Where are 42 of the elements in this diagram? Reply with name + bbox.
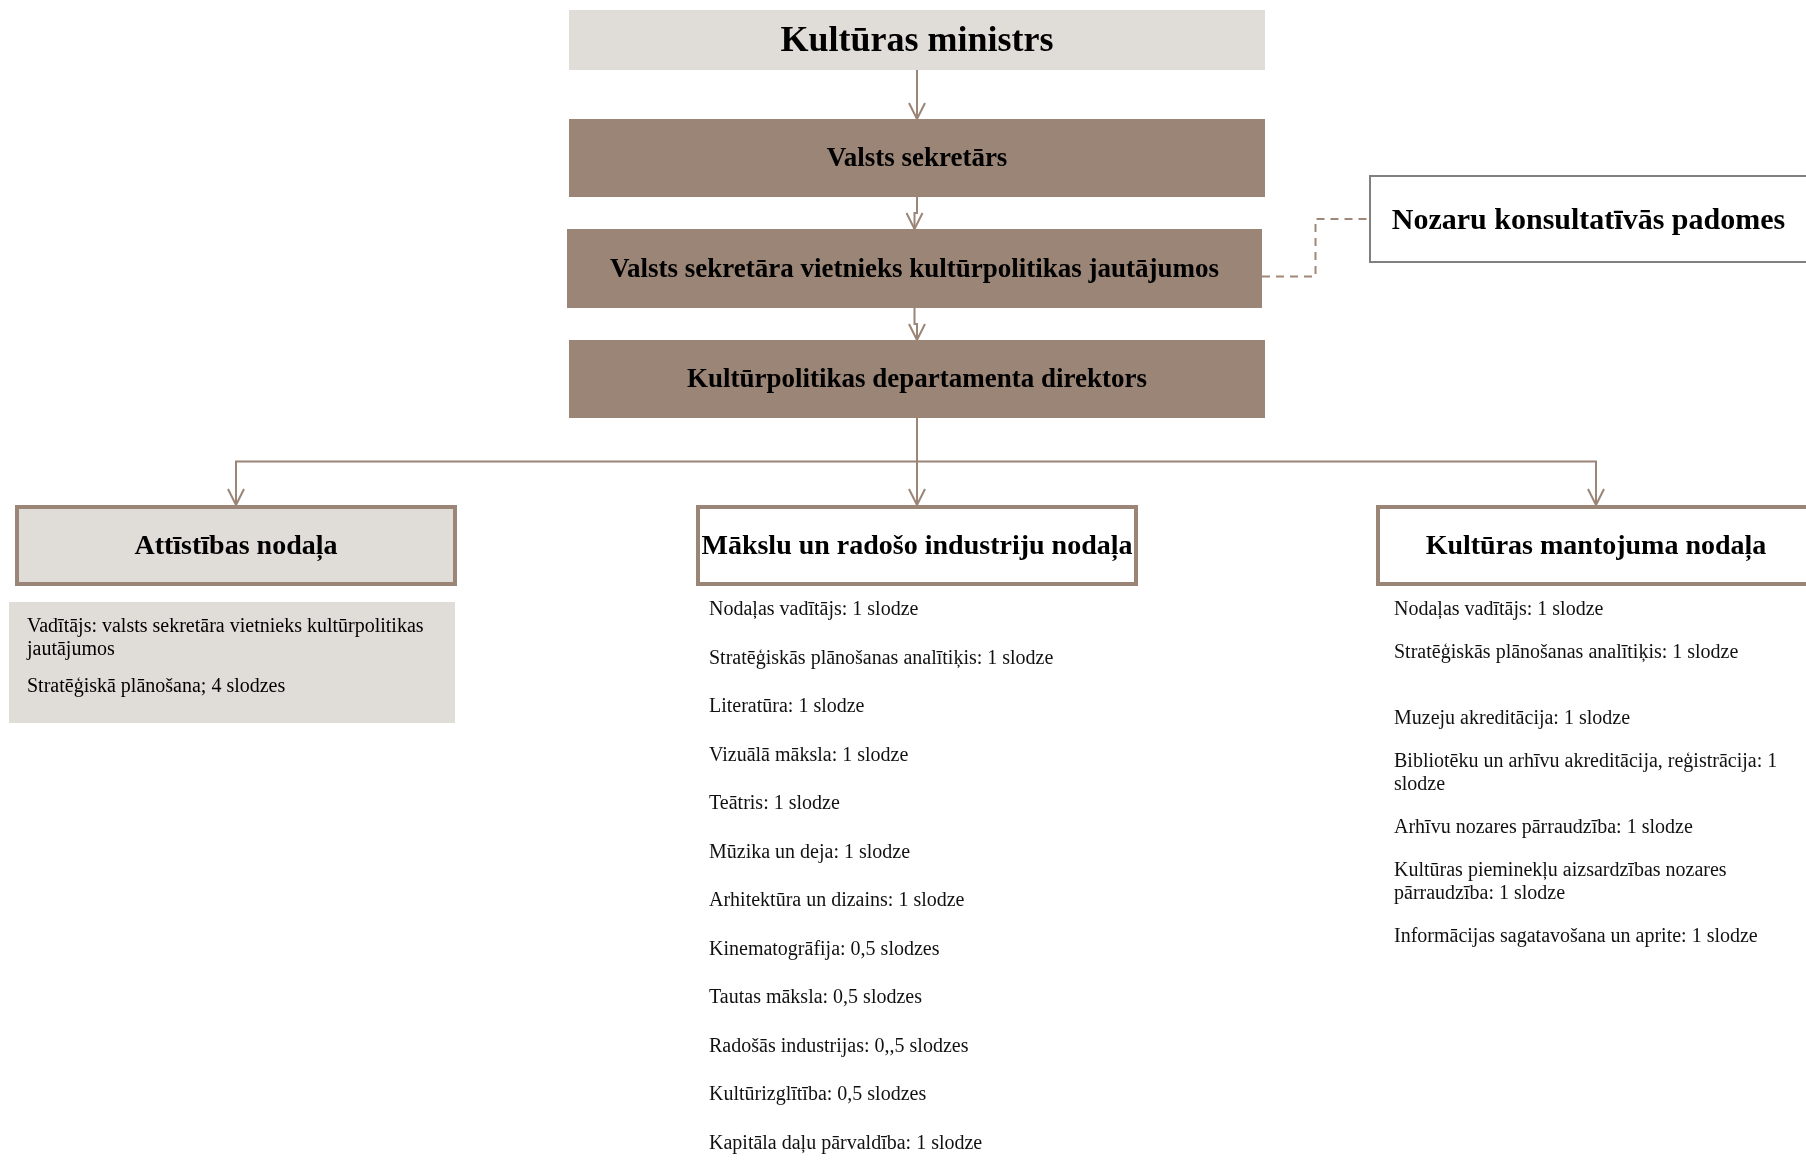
department-box (15, 505, 457, 586)
dashed-connector (1261, 218, 1370, 278)
position-box (569, 10, 1265, 70)
staff-item: Kinematogrāfija: 0,5 slodzes (709, 936, 941, 960)
staff-item: Nodaļas vadītājs: 1 slodze (709, 597, 920, 620)
arrow (908, 69, 926, 120)
position-box (569, 340, 1265, 418)
staff-item: Bibliotēku un arhīvu akreditācija, reģistrācija: 1 slodze (1394, 749, 1779, 795)
box-title: Kultūras ministrs (780, 19, 1054, 61)
staff-item: Tautas māksla: 0,5 slodzes (709, 985, 923, 1008)
box-title: Valsts sekretārs (826, 142, 1008, 174)
box-title: Nozaru konsultatīvās padomes (1391, 201, 1786, 237)
box-title: Valsts sekretāra vietnieks kultūrpolitikas jautājumos (609, 252, 1220, 284)
staff-item: Stratēģiskās plānošanas analītiķis: 1 slodze (1394, 640, 1740, 663)
department-box (696, 505, 1138, 586)
info-panel (9, 602, 455, 723)
staff-item: Literatūra: 1 slodze (709, 694, 866, 717)
box-title: Kultūrpolitikas departamenta direktors (687, 363, 1147, 395)
info-text: Stratēģiskā plānošana; 4 slodzes (27, 674, 286, 697)
position-box (1369, 175, 1806, 263)
staff-item: Muzeju akreditācija: 1 slodze (1394, 706, 1631, 729)
department-box (1376, 505, 1806, 586)
staff-item: Stratēģiskās plānošanas analītiķis: 1 slodze (709, 645, 1055, 669)
position-box (567, 229, 1262, 308)
staff-item: Arhitektūra un dizains: 1 slodze (709, 888, 966, 911)
staff-item: Radošās industrijas: 0,,5 slodzes (709, 1033, 970, 1057)
box-title: Mākslu un radošo industriju nodaļa (701, 529, 1133, 562)
arrow (905, 196, 924, 230)
staff-item: Arhīvu nozares pārraudzība: 1 slodze (1394, 815, 1694, 838)
position-box (569, 119, 1265, 197)
staff-item: Mūzika un deja: 1 slodze (709, 839, 912, 863)
staff-item: Teātris: 1 slodze (709, 791, 841, 814)
staff-item: Nodaļas vadītājs: 1 slodze (1394, 597, 1605, 620)
staff-item: Informācijas sagatavošana un aprite: 1 slodze (1394, 924, 1759, 947)
staff-item: Vizuālā māksla: 1 slodze (709, 742, 910, 766)
staff-item: Kultūrizglītība: 0,5 slodzes (709, 1082, 928, 1105)
staff-item: Kapitāla daļu pārvaldība: 1 slodze (709, 1130, 984, 1154)
staff-item: Kultūras pieminekļu aizsardzības nozares pārraudzība: 1 slodze (1394, 858, 1728, 904)
info-text: Vadītājs: valsts sekretāra vietnieks kultūrpolitikas jautājumos (27, 614, 425, 660)
box-title: Attīstības nodaļa (134, 529, 338, 562)
arrow (908, 307, 926, 341)
box-title: Kultūras mantojuma nodaļa (1425, 529, 1767, 562)
